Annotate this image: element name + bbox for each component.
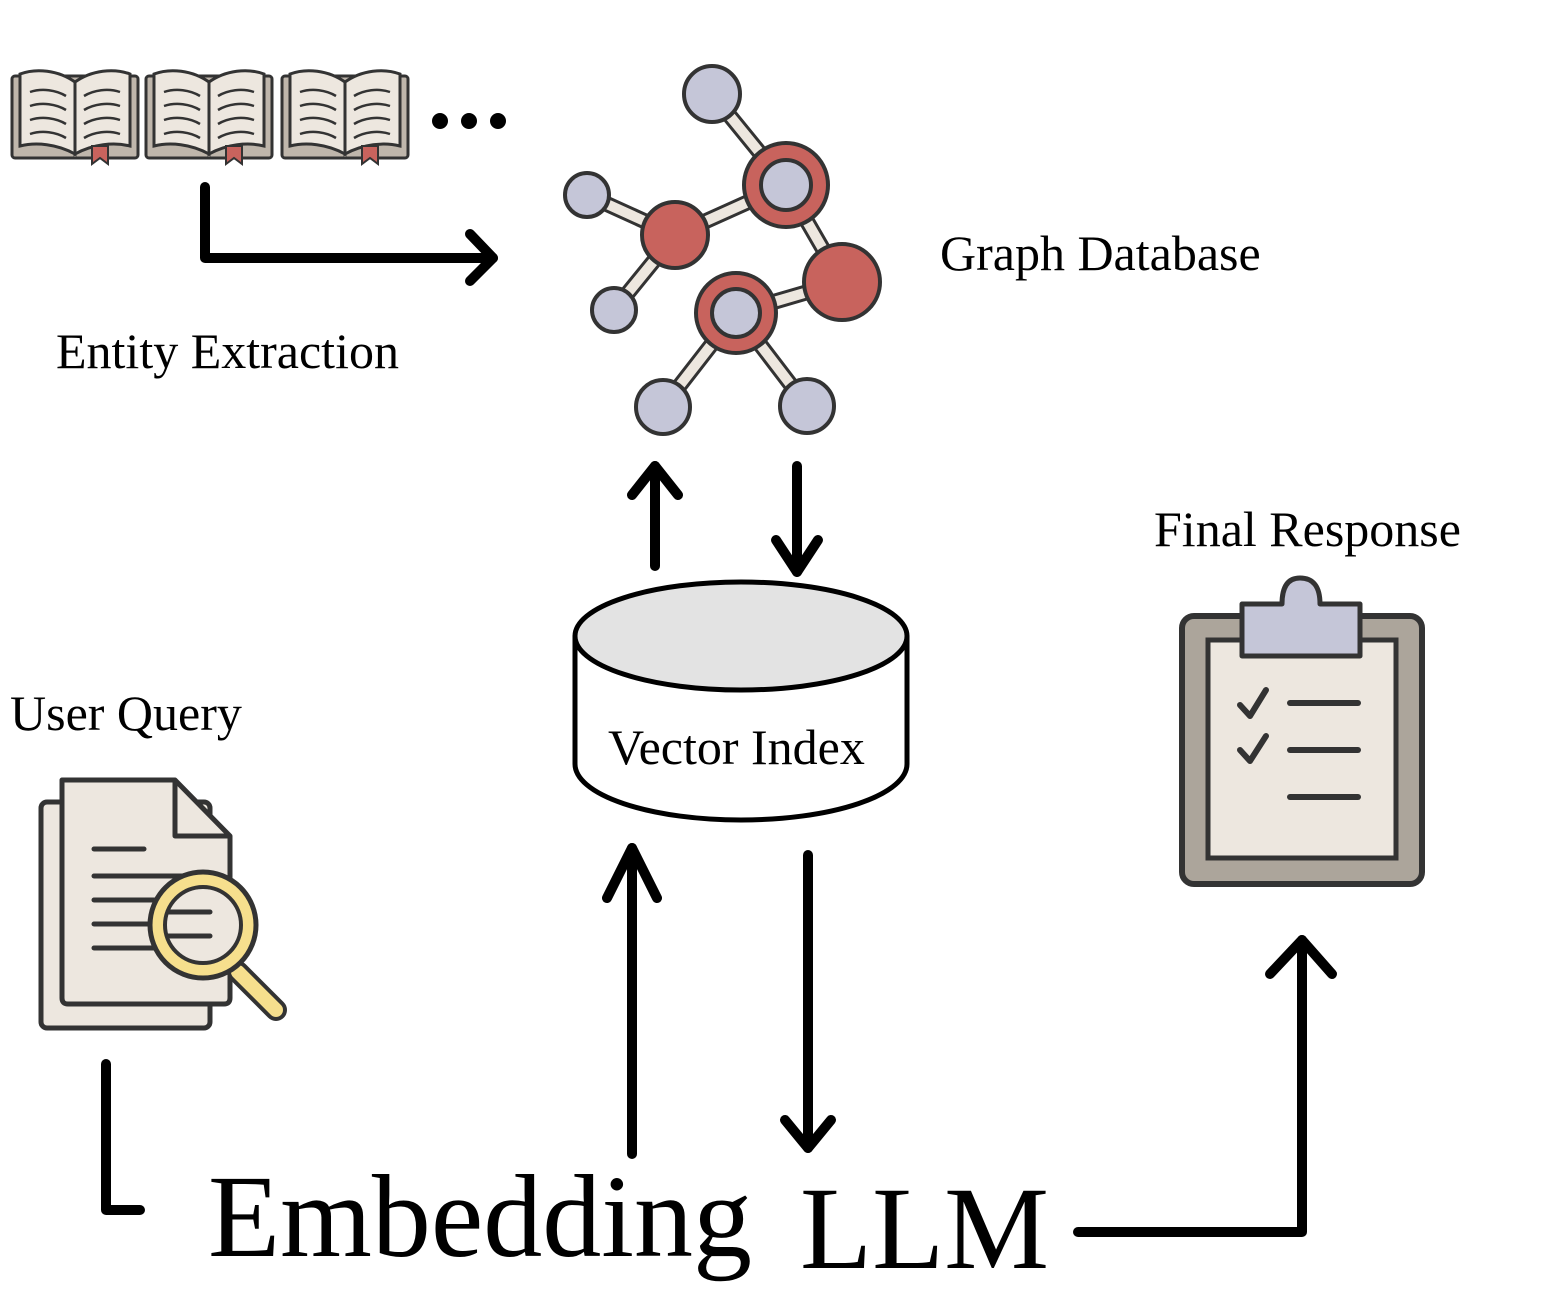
graph-node [682, 64, 742, 124]
graph-edges [579, 86, 850, 415]
graph-node [634, 378, 692, 436]
ellipsis [432, 113, 506, 129]
graph-node [640, 200, 710, 270]
vector-index-label: Vector Index [608, 719, 865, 775]
entity-extraction-label: Entity Extraction [56, 323, 399, 379]
graph-node [759, 158, 813, 212]
book-icon [280, 69, 410, 166]
graph-node [778, 377, 836, 435]
arrow-vector-to-graph [627, 461, 683, 571]
arrow-llm-to-response [1073, 935, 1337, 1237]
database-cylinder-icon [572, 579, 910, 823]
arrow-embedding-to-vector [602, 843, 662, 1159]
final-response-label: Final Response [1154, 501, 1461, 557]
check-icon [1237, 733, 1269, 764]
arrow-graph-to-vector [771, 461, 823, 577]
arrow-extraction-to-graph [200, 182, 498, 286]
book-icon [10, 69, 140, 166]
graph-database-label: Graph Database [940, 225, 1261, 281]
graph-node [590, 286, 638, 334]
document-search-icon [38, 777, 287, 1031]
user-query-label: User Query [10, 685, 242, 741]
graph-network-icon [563, 64, 882, 436]
graph-node [710, 287, 762, 339]
connector-query-to-embedding [101, 1059, 145, 1215]
check-icon [1237, 687, 1269, 719]
graph-node [563, 171, 611, 219]
embedding-label: Embedding [208, 1151, 753, 1282]
clipboard-checklist-icon [1179, 575, 1425, 887]
book-icon [144, 69, 274, 166]
arrow-vector-to-llm [780, 850, 836, 1153]
graph-node [802, 242, 882, 322]
llm-label: LLM [800, 1163, 1050, 1294]
